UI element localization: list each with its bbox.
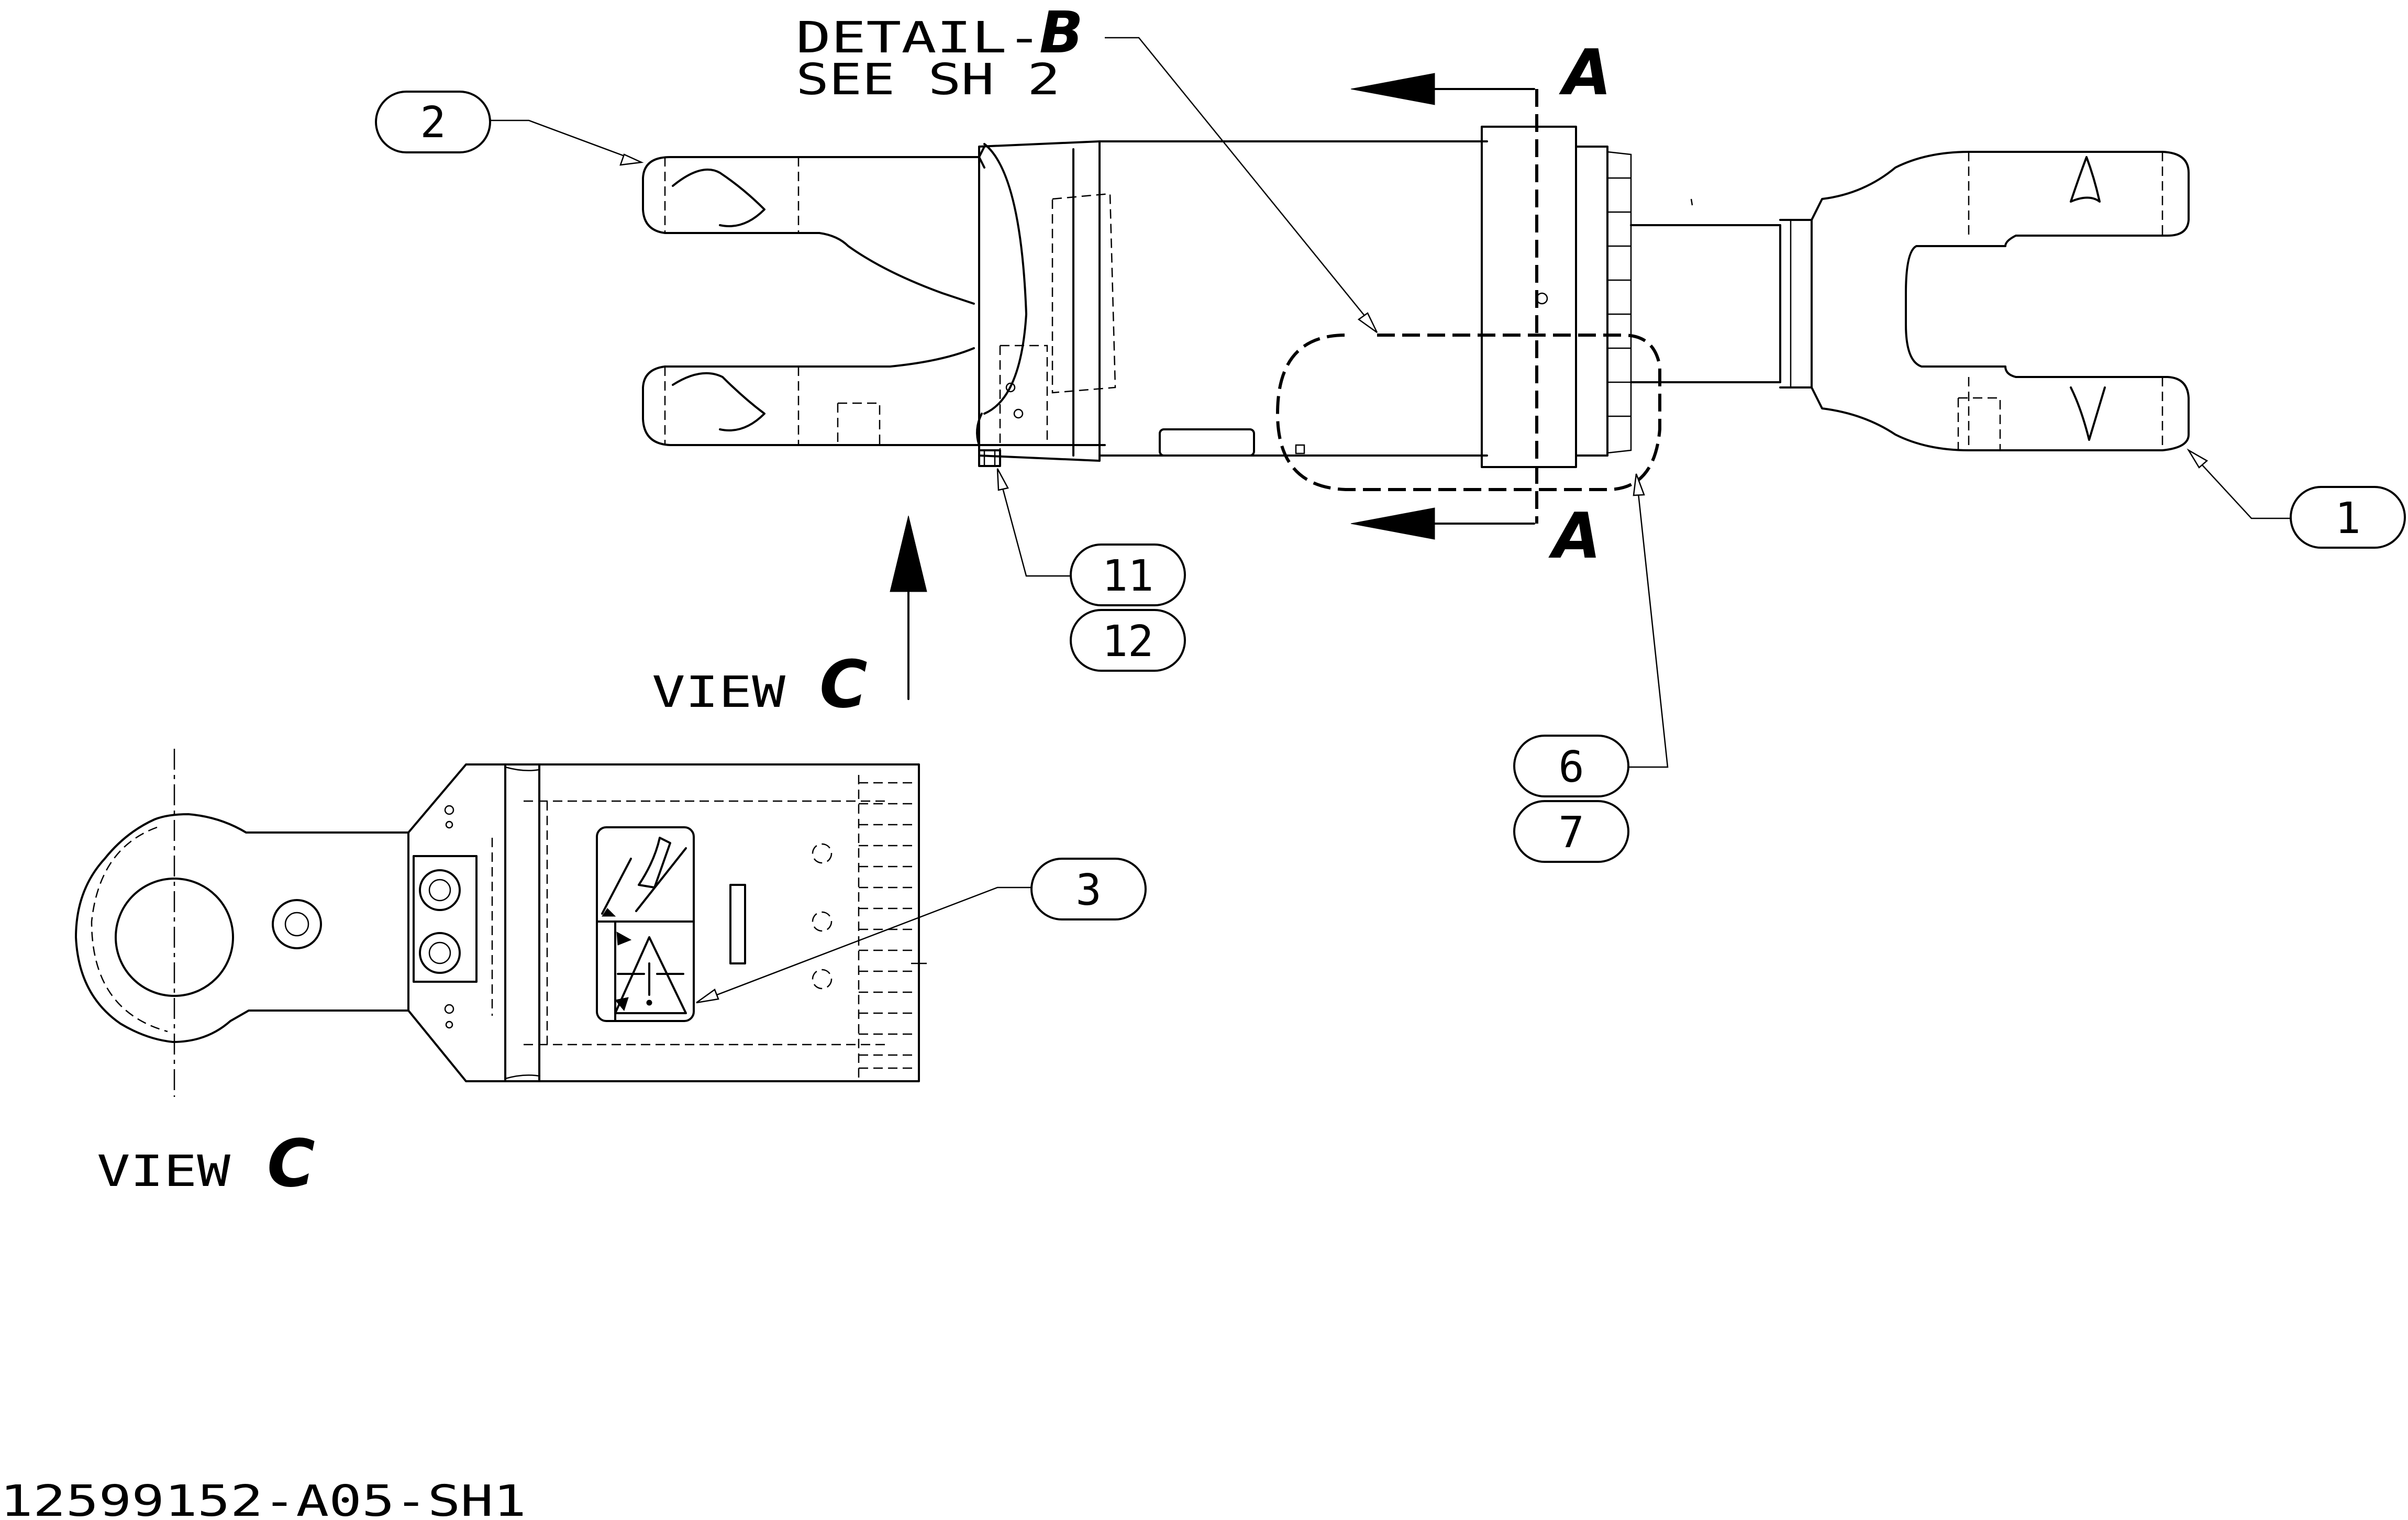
callout-1: 1 <box>2187 448 2406 549</box>
callout-6-label: 6 <box>1558 742 1584 792</box>
callout-3: 3 <box>696 858 1147 1004</box>
callout-12-label: 12 <box>1102 617 1154 667</box>
detail-b-label: DETAIL- B SEE SH 2 <box>796 0 1378 334</box>
callout-3-label: 3 <box>1075 866 1101 915</box>
section-letter-bottom: A <box>1548 500 1601 573</box>
main-side-view <box>642 73 2190 540</box>
detail-prefix: DETAIL- <box>796 13 1042 63</box>
detail-see-sheet: SEE SH 2 <box>796 55 1060 105</box>
callout-2: 2 <box>375 91 644 166</box>
section-letter-top: A <box>1559 37 1612 109</box>
callout-11-label: 11 <box>1102 551 1154 601</box>
view-c-word-title: VIEW <box>97 1147 231 1196</box>
callout-2-label: 2 <box>420 98 446 148</box>
view-c-word-top: VIEW <box>652 668 786 717</box>
view-c-drawing <box>75 749 927 1097</box>
view-c-arrow: VIEW C <box>652 515 927 723</box>
view-c-letter-top: C <box>819 647 868 723</box>
callout-7-label: 7 <box>1558 808 1584 858</box>
callout-1-label: 1 <box>2335 494 2360 543</box>
callout-6-7: 6 7 <box>1513 473 1669 863</box>
drawing-number: 12599152-A05-SH1 <box>0 1477 526 1520</box>
view-c-letter-title: C <box>267 1126 315 1202</box>
callout-11-12: 11 12 <box>996 468 1186 672</box>
detail-letter: B <box>1039 0 1083 66</box>
